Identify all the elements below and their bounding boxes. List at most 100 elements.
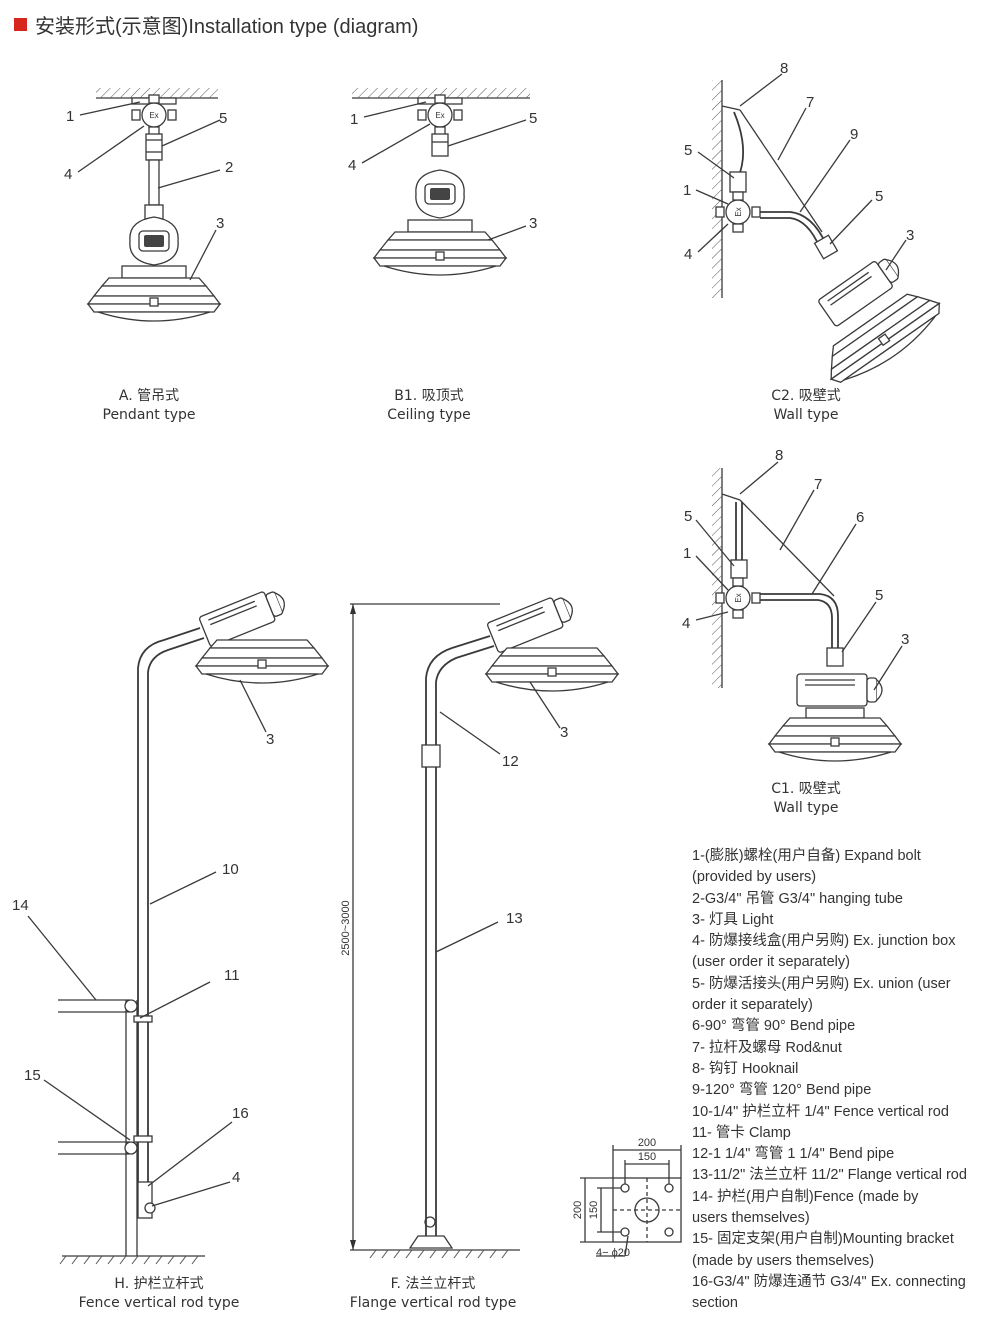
caption-c2: C2. 吸壁式 Wall type	[771, 388, 841, 423]
legend-line: 4- 防爆接线盒(用户另购) Ex. junction box	[692, 933, 956, 950]
legend-line: 9-120° 弯管 120° Bend pipe	[692, 1082, 872, 1099]
diagram-flange-rod: 2500~3000	[340, 590, 619, 1259]
callout: 3	[906, 227, 914, 244]
legend-line: 11- 管卡 Clamp	[692, 1124, 791, 1141]
caption-h: H. 护栏立杆式 Fence vertical rod type	[79, 1276, 240, 1311]
caption-code: F. 法兰立杆式	[391, 1276, 476, 1292]
caption-en: Ceiling type	[387, 407, 471, 423]
callout: 7	[806, 94, 814, 111]
legend-line: 8- 钩钉 Hooknail	[692, 1060, 799, 1077]
callout: 1	[350, 111, 358, 128]
section-header: 安装形式(示意图)Installation type (diagram)	[14, 10, 418, 39]
legend-line: order it separately)	[692, 997, 813, 1014]
callout: 10	[222, 861, 239, 878]
caption-en: Wall type	[773, 800, 838, 816]
legend-line: users themselves)	[692, 1210, 810, 1227]
callout: 5	[684, 142, 692, 159]
caption-f: F. 法兰立杆式 Flange vertical rod type	[350, 1276, 517, 1311]
legend-line: section	[692, 1295, 738, 1312]
legend-line: 1-(膨胀)螺栓(用户自备) Expand bolt	[692, 848, 921, 864]
legend-line: 2-G3/4" 吊管 G3/4" hanging tube	[692, 890, 904, 907]
callout: 15	[24, 1067, 41, 1084]
caption-code: B1. 吸顶式	[394, 388, 463, 404]
callout: 13	[506, 910, 523, 927]
callout: 4	[64, 166, 72, 183]
ex-mark-b1: Ex	[435, 111, 444, 120]
caption-c1: C1. 吸壁式 Wall type	[771, 781, 841, 816]
legend-line: 15- 固定支架(用户自制)Mounting bracket	[692, 1231, 954, 1248]
legend-line: 12-1 1/4" 弯管 1 1/4" Bend pipe	[692, 1146, 895, 1163]
ex-mark-a: Ex	[149, 111, 158, 120]
callout: 4	[682, 615, 690, 632]
ex-mark-c1: Ex	[734, 593, 743, 602]
callout: 12	[502, 753, 519, 770]
pole-height-dimension: 2500~3000	[340, 900, 352, 955]
callout: 1	[683, 182, 691, 199]
leader-lines	[27, 73, 907, 1207]
callouts-h: 3 10 11 14 15 16 4	[12, 731, 274, 1186]
callout: 4	[348, 157, 356, 174]
callout: 3	[216, 215, 224, 232]
callout: 3	[560, 724, 568, 741]
legend-line: 5- 防爆活接头(用户另购) Ex. union (user	[692, 975, 951, 992]
bolt-hole-spec: 4− ϕ20	[596, 1247, 630, 1259]
legend-line: 16-G3/4" 防爆连通节 G3/4" Ex. connecting	[692, 1273, 966, 1290]
callout: 5	[875, 587, 883, 604]
legend-line: 10-1/4" 护栏立杆 1/4" Fence vertical rod	[692, 1103, 949, 1120]
diagram-pendant	[87, 88, 221, 322]
callout: 4	[232, 1169, 240, 1186]
callouts-b1: 1 4 5 3	[348, 110, 537, 232]
callout: 8	[780, 60, 788, 77]
callouts-a: 1 4 5 2 3	[64, 108, 233, 232]
callout: 8	[775, 447, 783, 464]
callout: 11	[224, 967, 240, 984]
legend-line: (provided by users)	[692, 869, 817, 886]
caption-en: Wall type	[773, 407, 838, 423]
legend-line: 14- 护栏(用户自制)Fence (made by	[692, 1188, 919, 1205]
plate-height-outer: 200	[572, 1201, 584, 1219]
callout: 1	[66, 108, 74, 125]
caption-b1: B1. 吸顶式 Ceiling type	[387, 388, 471, 423]
callouts-c1: 8 7 6 5 1 4 5 3	[682, 447, 909, 648]
caption-code: A. 管吊式	[119, 388, 179, 404]
legend-line: 3- 灯具 Light	[692, 911, 774, 928]
ex-mark-c2: Ex	[734, 207, 743, 216]
callout: 3	[901, 631, 909, 648]
callout: 5	[684, 508, 692, 525]
callout: 7	[814, 476, 822, 493]
caption-a: A. 管吊式 Pendant type	[103, 388, 196, 423]
plate-height-inner: 150	[588, 1201, 600, 1219]
diagram-fence-rod	[58, 584, 329, 1265]
legend-line: 6-90° 弯管 90° Bend pipe	[692, 1018, 856, 1035]
diagram-wall-c1	[712, 468, 902, 762]
diagram-ceiling	[352, 88, 530, 276]
callout: 2	[225, 159, 233, 176]
caption-code: C1. 吸壁式	[771, 781, 841, 797]
caption-code: H. 护栏立杆式	[114, 1276, 203, 1292]
section-title: 安装形式(示意图)Installation type (diagram)	[35, 16, 419, 38]
legend-line: 7- 拉杆及螺母 Rod&nut	[692, 1039, 842, 1056]
callout: 5	[875, 188, 883, 205]
callout: 16	[232, 1105, 249, 1122]
legend-line: 13-11/2" 法兰立杆 11/2" Flange vertical rod	[692, 1167, 967, 1184]
callout: 6	[856, 509, 864, 526]
callouts-c2: 8 7 9 5 1 4 5 3	[683, 60, 914, 263]
plate-width-outer: 200	[638, 1137, 656, 1149]
caption-en: Fence vertical rod type	[79, 1295, 240, 1311]
callout: 3	[529, 215, 537, 232]
callouts-f: 3 12 13	[502, 724, 568, 927]
flange-plate-detail: 200 150 200 150 4− ϕ20	[572, 1137, 682, 1259]
callout: 5	[529, 110, 537, 127]
diagram-wall-c2	[712, 80, 950, 394]
caption-en: Flange vertical rod type	[350, 1295, 517, 1311]
callout: 9	[850, 126, 858, 143]
caption-en: Pendant type	[103, 407, 196, 423]
legend-line: (user order it separately)	[692, 954, 850, 971]
plate-width-inner: 150	[638, 1151, 656, 1163]
callout: 14	[12, 897, 29, 914]
callout: 5	[219, 110, 227, 127]
red-square-marker	[14, 18, 27, 31]
callout: 1	[683, 545, 691, 562]
callout: 4	[684, 246, 692, 263]
